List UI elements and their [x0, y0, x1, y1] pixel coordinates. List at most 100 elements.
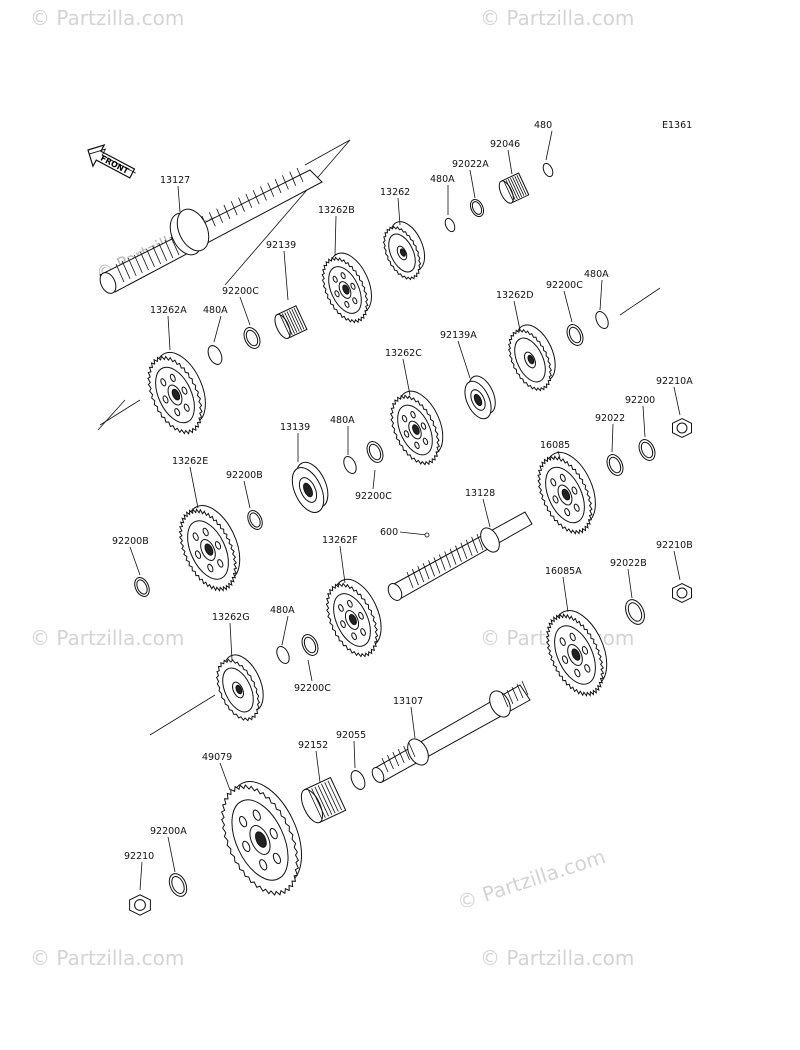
part-label-480a_1: 480A [430, 174, 455, 185]
shaft-13107 [371, 680, 531, 783]
part-label-92200b_2: 92200B [112, 536, 149, 547]
watermark: © Partzilla.com [30, 6, 184, 30]
part-92200-washer [638, 439, 656, 461]
diagram-code: E1361 [662, 120, 692, 131]
leader-line [545, 130, 553, 161]
part-13262c-gear [390, 390, 444, 466]
part-label-16085: 16085 [540, 440, 570, 451]
part-480a_3-ring [595, 311, 609, 329]
part-label-13128: 13128 [465, 488, 495, 499]
part-label-92022b: 92022B [610, 558, 647, 569]
part-92210-nut [129, 894, 151, 916]
part-label-480a_5: 480A [270, 605, 295, 616]
leader-line [334, 215, 337, 256]
leader-line [673, 550, 681, 581]
leader-line [410, 706, 416, 739]
part-92022b-washer [625, 599, 645, 625]
leader-line [167, 836, 176, 873]
part-480a_4-ring [343, 456, 357, 474]
part-49079-drum [221, 781, 303, 896]
leader-line [353, 740, 356, 769]
leader-lines [129, 130, 681, 891]
part-label-13262: 13262 [380, 187, 410, 198]
leader-line [673, 386, 681, 416]
watermark: © Partzilla.com [480, 946, 634, 970]
part-label-92210b: 92210B [656, 540, 693, 551]
part-label-92022: 92022 [595, 413, 625, 424]
leader-line [557, 450, 561, 459]
leader-line [339, 545, 346, 584]
part-label-92210: 92210 [124, 851, 154, 862]
leader-line [219, 762, 231, 791]
part-92152-bearing [300, 776, 347, 824]
part-13262e-gear [178, 505, 241, 592]
part-label-92200: 92200 [625, 395, 655, 406]
leader-line [189, 466, 199, 509]
part-label-92200c_2: 92200C [546, 280, 583, 291]
leader-line [599, 279, 603, 311]
watermark: © Partzilla.com [30, 946, 184, 970]
leader-line [513, 300, 521, 331]
part-92139a-hub [464, 375, 496, 420]
part-label-92139a: 92139A [440, 330, 477, 341]
part-label-92200c_3: 92200C [355, 491, 392, 502]
part-480a_1-ring [444, 217, 456, 233]
part-label-480a_2: 480A [203, 305, 228, 316]
watermark: © Partzilla.com [30, 626, 184, 650]
shaft-13127 [99, 167, 323, 294]
leader-line [397, 197, 401, 226]
leader-line [129, 546, 141, 576]
part-label-16085a: 16085A [545, 566, 582, 577]
part-13262a-gear [147, 351, 206, 435]
leader-line [281, 615, 289, 646]
leader-line [213, 315, 222, 343]
leader-dot [424, 532, 430, 538]
part-label-13262f: 13262F [322, 535, 358, 546]
leader-line [283, 250, 289, 301]
part-13262b-gear [321, 252, 372, 324]
leader-line [482, 498, 491, 528]
part-label-480a_4: 480A [330, 415, 355, 426]
part-13262g-gear [215, 654, 264, 722]
leader-line [243, 480, 251, 509]
front-arrow-icon: FRONT [87, 144, 136, 179]
watermark: © Partzilla.com [454, 844, 608, 915]
part-92200c_3-washer [366, 441, 384, 463]
part-92200c_2-washer [566, 324, 584, 346]
part-92022-washer [606, 454, 624, 476]
leader-line [642, 405, 646, 438]
part-label-13139: 13139 [280, 422, 310, 433]
leader-line [399, 531, 428, 536]
leader-line [139, 861, 143, 891]
gears [129, 162, 692, 916]
part-92200a-washer [168, 873, 188, 897]
part-92200c_1-washer [243, 327, 261, 349]
part-label-92200a: 92200A [150, 826, 187, 837]
part-480a_2-ring [207, 345, 223, 365]
part-label-13262g: 13262G [212, 612, 250, 623]
shaft-13128 [387, 511, 533, 601]
leader-line [167, 315, 171, 351]
part-label-92200b_1: 92200B [226, 470, 263, 481]
part-92055-ring [350, 770, 366, 790]
part-13139-hub [291, 461, 329, 513]
watermark: © Partzilla.com [480, 6, 634, 30]
part-13262f-gear [325, 578, 382, 658]
part-label-13262e: 13262E [172, 456, 208, 467]
leader-line [307, 659, 313, 682]
part-label-13262b: 13262B [318, 205, 355, 216]
leader-line [402, 358, 411, 396]
leader-line [562, 576, 569, 613]
part-label-92210a: 92210A [656, 376, 693, 387]
part-16085a-gear [545, 610, 608, 697]
part-label-92139: 92139 [266, 240, 296, 251]
part-label-49079: 49079 [202, 752, 232, 763]
part-label-13107: 13107 [393, 696, 423, 707]
part-label-480a_3: 480A [584, 269, 609, 280]
leader-line [177, 185, 181, 213]
part-label-92200c_1: 92200C [222, 286, 259, 297]
part-92022a-washer [469, 198, 485, 218]
part-92200b_2-washer [134, 577, 150, 597]
part-label-480_1: 480 [534, 120, 552, 131]
